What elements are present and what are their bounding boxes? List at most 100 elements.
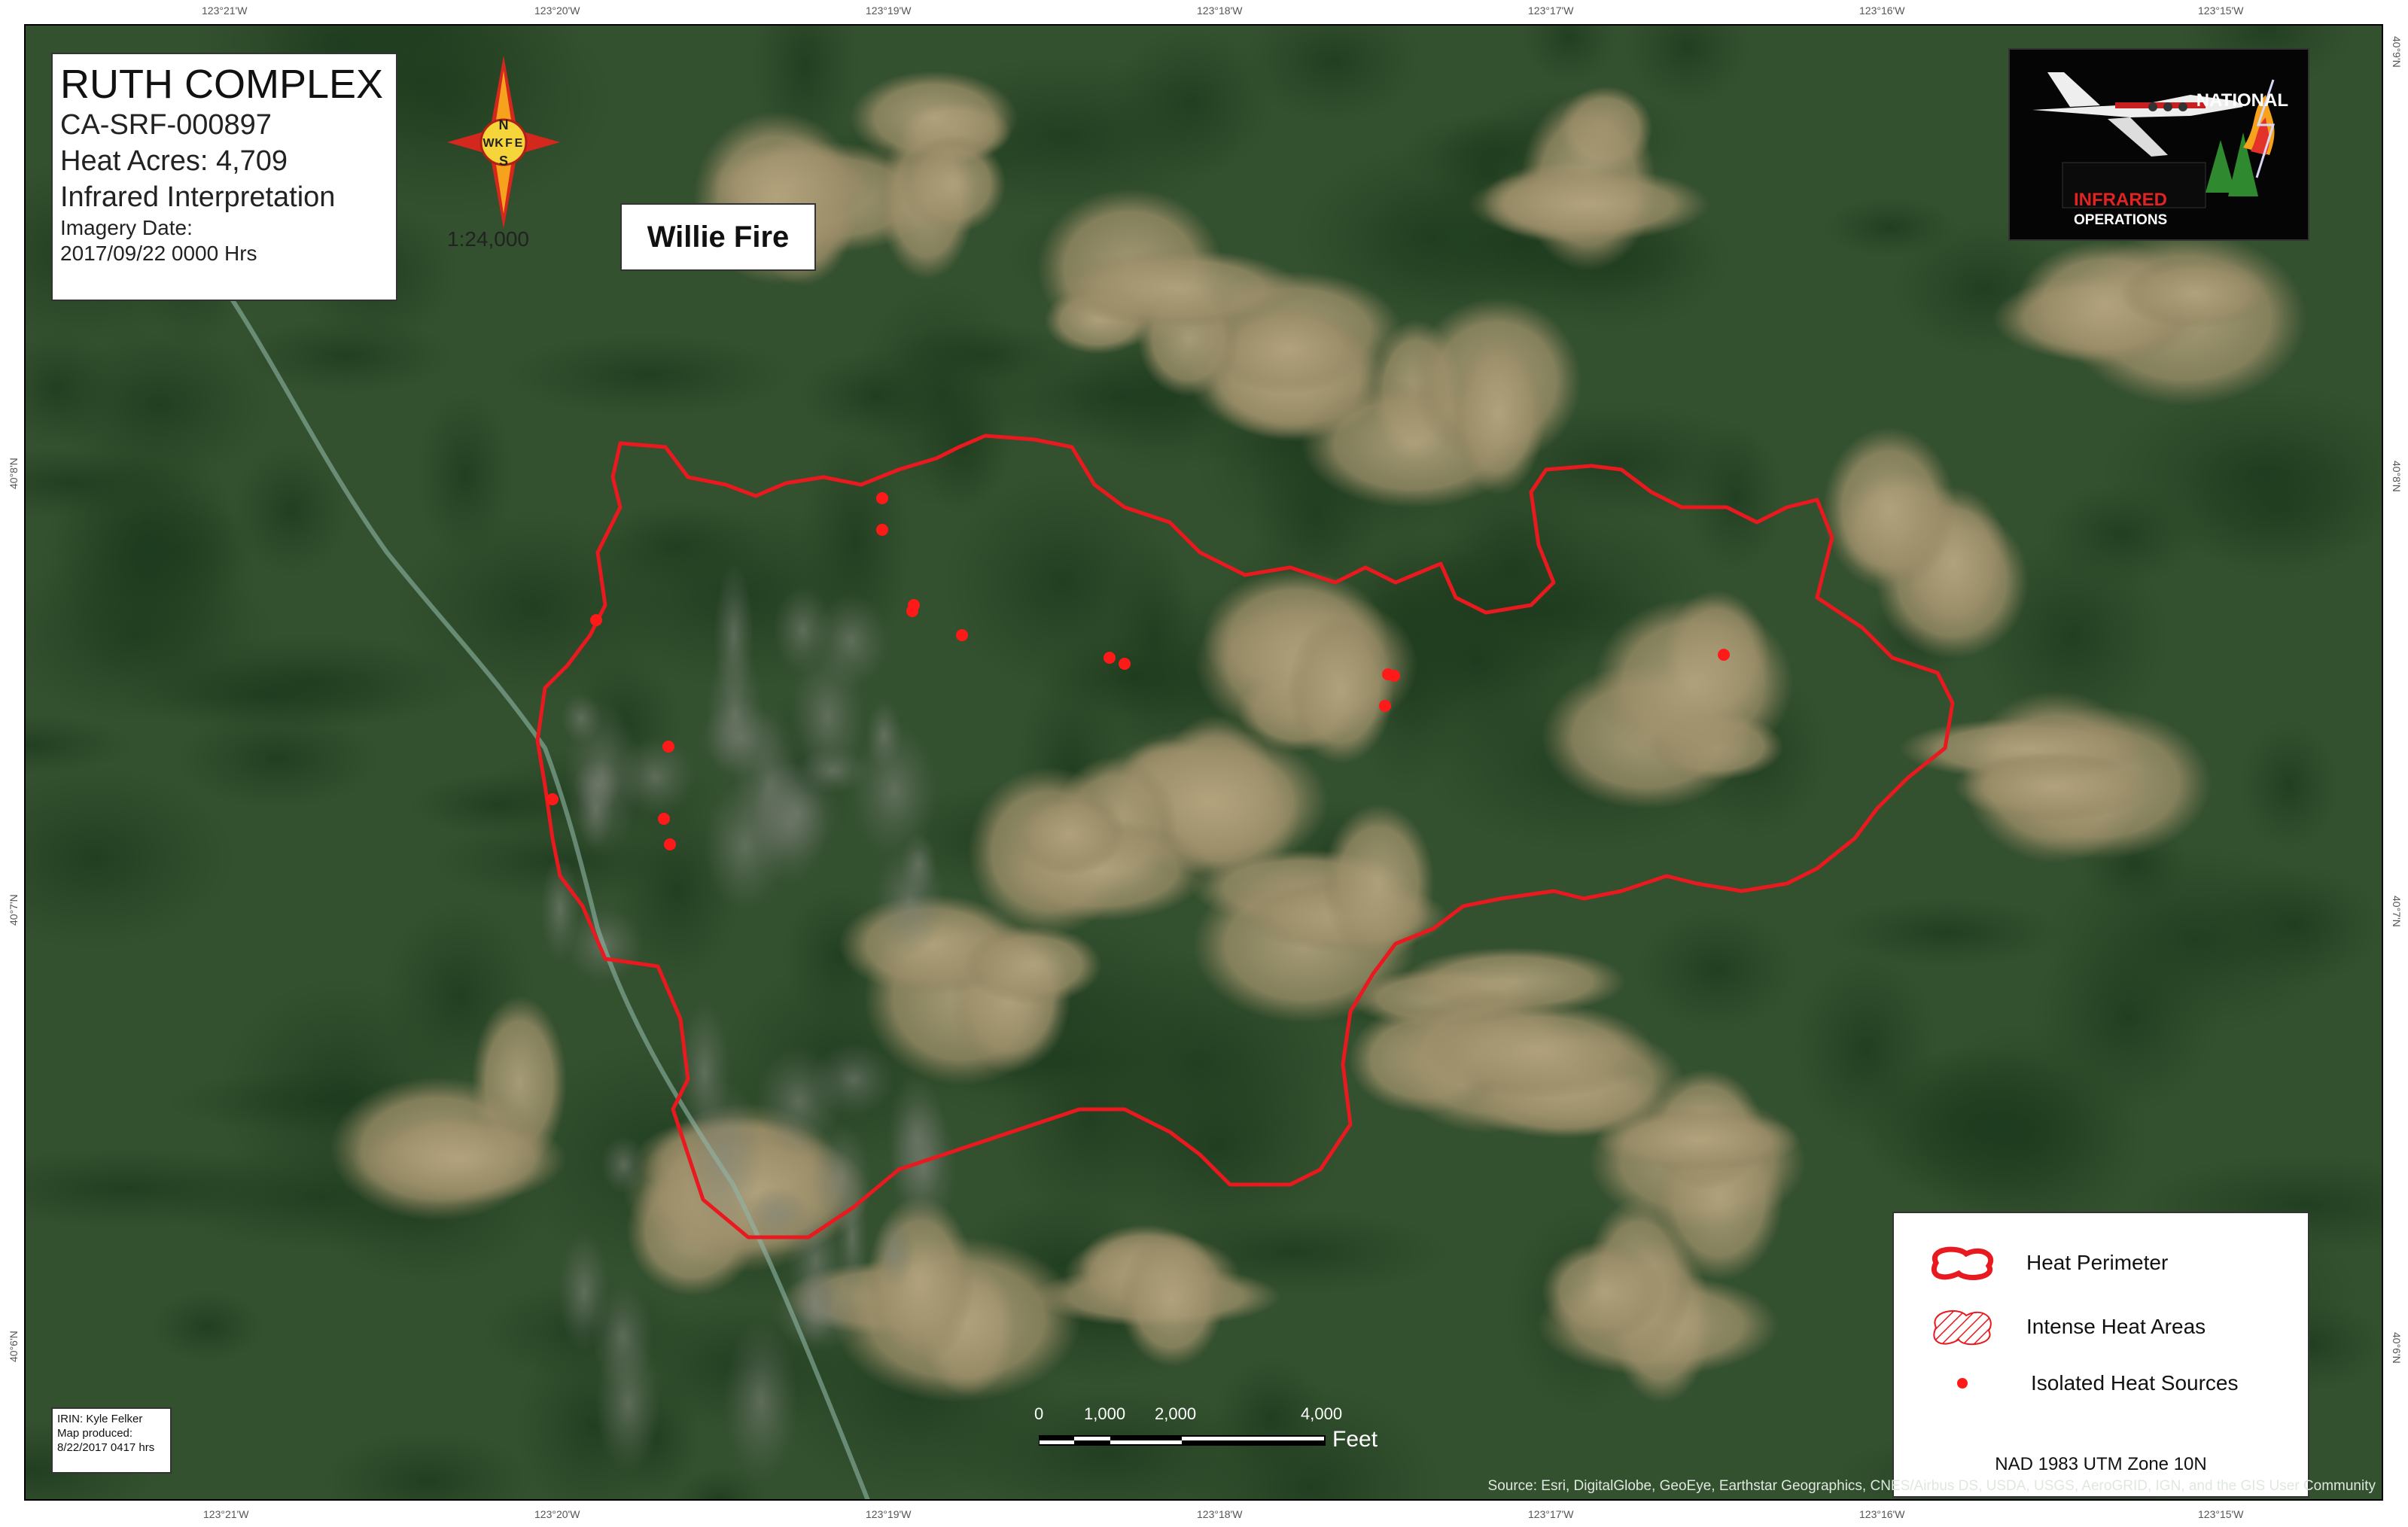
forest-patch [2239, 719, 2340, 851]
rock-outcrop [875, 1214, 915, 1289]
heat-source-point [1388, 670, 1400, 682]
forest-patch [797, 350, 954, 441]
dry-grass-patch [1451, 332, 1546, 495]
projection-label: NAD 1983 UTM Zone 10N [1995, 1454, 2207, 1474]
scale-tick-4000: 4,000 [1301, 1404, 1343, 1423]
lon-label: 123°15'W [2198, 5, 2244, 17]
dry-grass-patch [1287, 616, 1395, 765]
heat-source-point [664, 838, 676, 850]
nio-logo: NATIONAL INFRARED OPERATIONS [2008, 48, 2309, 241]
heat-source-point [1104, 652, 1116, 664]
compass-rose-icon: N S W K F E [447, 56, 560, 229]
heat-perimeter [535, 433, 1955, 1240]
fire-name-label: Willie Fire [620, 203, 816, 271]
lat-label: 40°7'N [8, 894, 20, 926]
map-produced-value: 8/22/2017 0417 hrs [57, 1441, 155, 1454]
rock-outcrop [595, 1334, 662, 1473]
forest-patch [1521, 26, 1618, 84]
rock-outcrop [756, 1046, 842, 1157]
dry-grass-patch [2120, 258, 2271, 329]
forest-patch [673, 1468, 768, 1499]
heat-source-point [1718, 649, 1730, 661]
rock-outcrop [577, 771, 615, 849]
isolated-heat-sources [546, 492, 1730, 850]
lon-label: 123°20'W [534, 1508, 580, 1520]
heat-source-point [662, 741, 674, 753]
compass-f: F [505, 137, 513, 150]
forest-patch [26, 714, 133, 776]
legend-intense-label: Intense Heat Areas [2026, 1315, 2206, 1338]
scale-unit: Feet [1332, 1427, 1378, 1452]
heat-source-swatch-icon [1957, 1378, 1968, 1389]
forest-patch [176, 707, 381, 809]
rock-outcrop [705, 644, 764, 783]
dry-grass-patch [1595, 1109, 1801, 1172]
lon-label: 123°19'W [866, 5, 912, 17]
legend-perimeter-label: Heat Perimeter [2026, 1251, 2169, 1274]
dry-grass-patch [963, 925, 1103, 1005]
heat-source-point [546, 793, 559, 805]
rock-outcrop [558, 1231, 610, 1354]
logo-operations-text: OPERATIONS [2074, 212, 2168, 228]
forest-patch [1036, 633, 1229, 720]
compass-s: S [499, 154, 508, 169]
lon-label: 123°21'W [203, 1508, 249, 1520]
heat-source-point [590, 614, 602, 626]
imagery-source-credit: Source: Esri, DigitalGlobe, GeoEye, Eart… [1487, 1478, 2376, 1494]
lon-label: 123°18'W [1197, 1508, 1243, 1520]
forest-patch [1635, 906, 1799, 1033]
compass-k: K [495, 137, 504, 150]
compass-e: E [515, 137, 523, 150]
legend-isolated-label: Isolated Heat Sources [2031, 1371, 2239, 1395]
forest-patch [1858, 1045, 2135, 1213]
forest-patch [1213, 1356, 1329, 1480]
aircraft-logo-icon [2032, 72, 2276, 208]
dry-grass-patch [1822, 427, 1956, 592]
dry-grass-patch [1593, 597, 1794, 769]
dry-grass-patch [1953, 752, 2154, 822]
dry-grass-patch [1322, 803, 1435, 963]
heat-source-point [1379, 700, 1391, 712]
lon-label: 123°17'W [1528, 1508, 1574, 1520]
heat-source-point [658, 813, 670, 825]
imagery-date-value: 2017/09/22 0000 Hrs [60, 242, 257, 265]
forest-patch [2100, 383, 2382, 564]
legend-item-perimeter: Heat Perimeter [1921, 1240, 2168, 1285]
dry-grass-patch [1424, 1002, 1655, 1099]
forest-patch [416, 390, 515, 559]
lat-label: 40°7'N [2391, 896, 2403, 927]
compass-n: N [499, 117, 509, 132]
dry-grass-patch [352, 1112, 567, 1205]
rock-outcrop [796, 1263, 834, 1345]
forest-patch [321, 1429, 534, 1499]
legend-item-isolated: Isolated Heat Sources [1921, 1368, 2239, 1398]
rock-outcrop [812, 593, 890, 689]
scale-tick-0: 0 [1034, 1404, 1044, 1423]
scale-tick-1000: 1,000 [1084, 1404, 1126, 1423]
heat-source-point [956, 629, 968, 641]
lat-label: 40°8'N [8, 458, 20, 489]
heat-source-point [876, 524, 888, 536]
rock-outcrop [836, 1176, 869, 1298]
rock-outcrop [873, 844, 946, 957]
lon-label: 123°21'W [202, 5, 248, 17]
compass-w: W [483, 137, 495, 150]
dry-grass-patch [1055, 249, 1301, 328]
lon-label: 123°16'W [1859, 1508, 1905, 1520]
scale-tick-2000: 2,000 [1155, 1404, 1197, 1423]
lon-label: 123°20'W [534, 5, 580, 17]
perimeter-swatch-icon [1932, 1246, 1993, 1280]
heat-source-point [876, 492, 888, 504]
logo-national-text: NATIONAL [2196, 90, 2288, 111]
legend: Heat Perimeter Intense Heat Areas Isolat… [1892, 1212, 2309, 1498]
lat-label: 40°6'N [2391, 1332, 2403, 1364]
lat-label: 40°6'N [8, 1331, 20, 1362]
forest-patch [2203, 864, 2382, 986]
forest-patch [1361, 572, 1680, 649]
map-produced-label: Map produced: [57, 1427, 133, 1440]
intense-heat-swatch-icon [1933, 1310, 1992, 1346]
scale-ratio: 1:24,000 [447, 227, 529, 251]
heat-source-point [906, 605, 918, 617]
lon-label: 123°17'W [1528, 5, 1574, 17]
forest-patch [1244, 26, 1423, 124]
